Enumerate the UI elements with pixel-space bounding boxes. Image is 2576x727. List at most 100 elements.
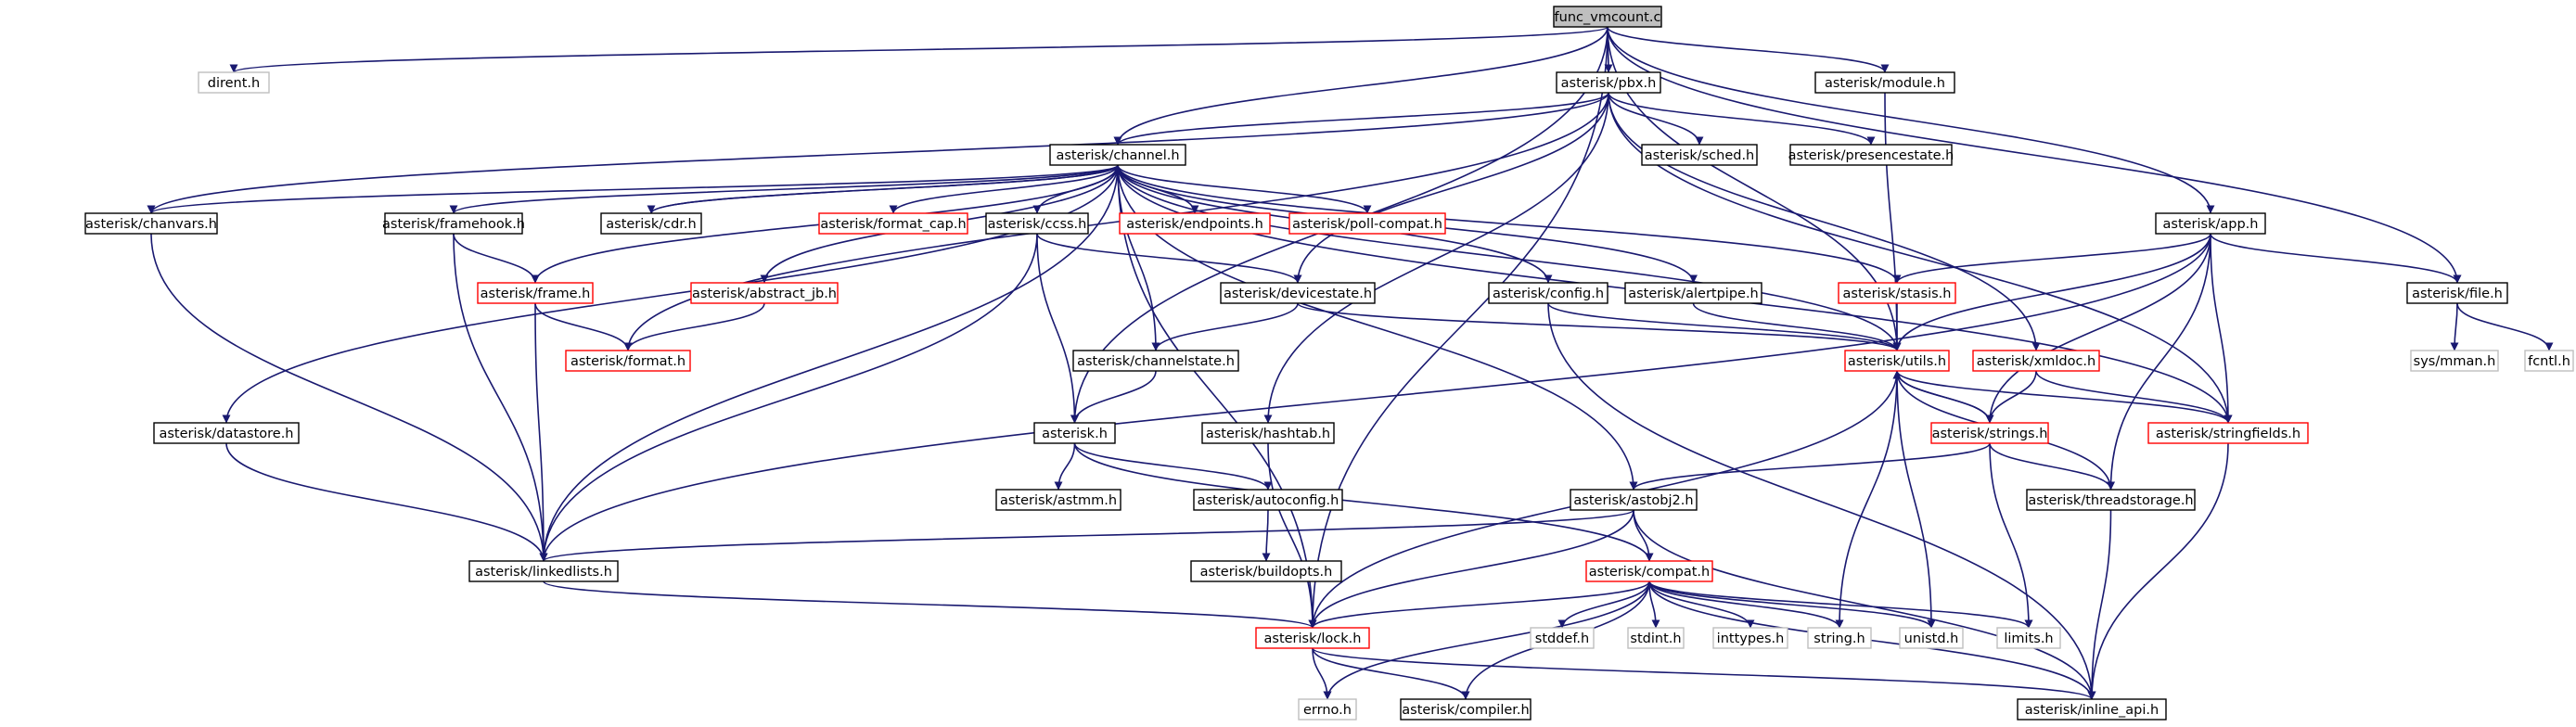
node-app-h[interactable]: asterisk/app.h xyxy=(2155,212,2266,235)
node-box xyxy=(1190,560,1342,582)
node-func-vmcount-c[interactable]: func_vmcount.c xyxy=(1553,6,1662,28)
node-asterisk-h[interactable]: asterisk.h xyxy=(1033,422,1116,444)
node-stasis-h[interactable]: asterisk/stasis.h xyxy=(1838,282,1956,304)
node-inline-api-h[interactable]: asterisk/inline_api.h xyxy=(2017,698,2167,721)
edge-asterisk-h-to-compat-h xyxy=(1073,442,1654,562)
node-box xyxy=(1220,282,1376,304)
node-hashtab-h[interactable]: asterisk/hashtab.h xyxy=(1201,422,1335,444)
node-errno-h[interactable]: errno.h xyxy=(1298,698,1357,721)
node-box xyxy=(477,282,594,304)
edge-frame-h-to-format-h xyxy=(534,302,633,351)
node-box xyxy=(1899,627,1964,649)
edge-func-vmcount-c-to-app-h xyxy=(1607,26,2215,214)
node-file-h[interactable]: asterisk/file.h xyxy=(2406,282,2508,304)
node-box xyxy=(2524,350,2574,372)
node-inttypes-h[interactable]: inttypes.h xyxy=(1712,627,1788,649)
node-label: string.h xyxy=(1813,631,1865,646)
edge-channel-h-to-lock-h xyxy=(1117,164,1317,629)
node-box xyxy=(84,212,218,235)
edge-devicestate-h-to-utils-h xyxy=(1297,302,1902,351)
node-label: asterisk/format_cap.h xyxy=(820,217,966,232)
node-format-h[interactable]: asterisk/format.h xyxy=(565,350,691,372)
node-channelstate-h[interactable]: asterisk/channelstate.h xyxy=(1072,350,1239,372)
edge-channelstate-h-to-asterisk-h xyxy=(1070,370,1157,424)
node-label: inttypes.h xyxy=(1717,631,1785,646)
edge-cdr-h-to-channel-h xyxy=(650,164,1122,214)
node-stringfields-h[interactable]: asterisk/stringfields.h xyxy=(2147,422,2309,444)
node-strings-h[interactable]: asterisk/strings.h xyxy=(1930,422,2049,444)
node-pbx-h[interactable]: asterisk/pbx.h xyxy=(1556,71,1661,94)
edge-app-h-to-threadstorage-h xyxy=(2107,233,2211,491)
node-utils-h[interactable]: asterisk/utils.h xyxy=(1844,350,1950,372)
node-lock-h[interactable]: asterisk/lock.h xyxy=(1255,627,1370,649)
node-limits-h[interactable]: limits.h xyxy=(1996,627,2061,649)
node-label: asterisk/endpoints.h xyxy=(1126,217,1263,232)
node-layer: func_vmcount.c dirent.h asterisk/pbx.h aste… xyxy=(84,6,2574,721)
node-label: asterisk/alertpipe.h xyxy=(1628,287,1759,301)
node-box xyxy=(1641,144,1758,166)
node-chanvars-h[interactable]: asterisk/chanvars.h xyxy=(84,212,218,235)
node-poll-compat-h[interactable]: asterisk/poll-compat.h xyxy=(1288,212,1446,235)
node-ccss-h[interactable]: asterisk/ccss.h xyxy=(985,212,1089,235)
edge-framehook-h-to-frame-h xyxy=(453,233,540,284)
node-box xyxy=(1814,71,1955,94)
edge-lock-h-to-compiler-h xyxy=(1312,647,1470,700)
node-label: func_vmcount.c xyxy=(1555,10,1661,25)
node-box xyxy=(995,489,1121,511)
edge-channel-h-to-linkedlists-h xyxy=(539,164,1119,562)
node-devicestate-h[interactable]: asterisk/devicestate.h xyxy=(1220,282,1376,304)
node-buildopts-h[interactable]: asterisk/buildopts.h xyxy=(1190,560,1342,582)
node-frame-h[interactable]: asterisk/frame.h xyxy=(477,282,594,304)
node-box xyxy=(1627,627,1685,649)
node-endpoints-h[interactable]: asterisk/endpoints.h xyxy=(1119,212,1271,235)
node-astobj2-h[interactable]: asterisk/astobj2.h xyxy=(1570,489,1698,511)
node-format-cap-h[interactable]: asterisk/format_cap.h xyxy=(818,212,968,235)
node-box xyxy=(153,422,300,444)
node-framehook-h[interactable]: asterisk/framehook.h xyxy=(382,212,525,235)
edge-channel-h-to-chanvars-h xyxy=(147,164,1119,214)
edge-abstract-jb-h-to-format-h xyxy=(623,302,765,351)
node-astmm-h[interactable]: asterisk/astmm.h xyxy=(995,489,1121,511)
node-box xyxy=(468,560,619,582)
node-linkedlists-h[interactable]: asterisk/linkedlists.h xyxy=(468,560,619,582)
node-config-h[interactable]: asterisk/config.h xyxy=(1488,282,1608,304)
node-xmldoc-h[interactable]: asterisk/xmldoc.h xyxy=(1972,350,2100,372)
node-module-h[interactable]: asterisk/module.h xyxy=(1814,71,1955,94)
node-compat-h[interactable]: asterisk/compat.h xyxy=(1585,560,1713,582)
edge-channel-h-to-datastore-h xyxy=(222,164,1119,424)
node-label: asterisk/astmm.h xyxy=(1000,493,1117,508)
node-cdr-h[interactable]: asterisk/cdr.h xyxy=(600,212,702,235)
node-label: asterisk/autoconfig.h xyxy=(1198,493,1339,508)
node-presencestate-h[interactable]: asterisk/presencestate.h xyxy=(1788,144,1954,166)
node-label: asterisk/compat.h xyxy=(1589,565,1710,580)
edge-pbx-h-to-channel-h xyxy=(1113,92,1609,146)
node-label: asterisk/buildopts.h xyxy=(1200,565,1333,580)
node-box xyxy=(1585,560,1713,582)
node-sys-mman-h[interactable]: sys/mman.h xyxy=(2410,350,2499,372)
node-fcntl-h[interactable]: fcntl.h xyxy=(2524,350,2574,372)
node-compiler-h[interactable]: asterisk/compiler.h xyxy=(1400,698,1532,721)
node-stddef-h[interactable]: stddef.h xyxy=(1530,627,1595,649)
edge-app-h-to-strings-h xyxy=(1985,233,2211,424)
node-dirent-h[interactable]: dirent.h xyxy=(198,71,270,94)
node-abstract-jb-h[interactable]: asterisk/abstract_jb.h xyxy=(690,282,839,304)
node-sched-h[interactable]: asterisk/sched.h xyxy=(1641,144,1758,166)
node-box xyxy=(2026,489,2196,511)
node-stdint-h[interactable]: stdint.h xyxy=(1627,627,1685,649)
edge-app-h-to-stringfields-h xyxy=(2210,233,2233,424)
node-autoconfig-h[interactable]: asterisk/autoconfig.h xyxy=(1193,489,1343,511)
node-label: asterisk/utils.h xyxy=(1848,354,1946,369)
node-threadstorage-h[interactable]: asterisk/threadstorage.h xyxy=(2026,489,2196,511)
node-box xyxy=(1119,212,1271,235)
node-datastore-h[interactable]: asterisk/datastore.h xyxy=(153,422,300,444)
node-channel-h[interactable]: asterisk/channel.h xyxy=(1049,144,1186,166)
node-unistd-h[interactable]: unistd.h xyxy=(1899,627,1964,649)
node-alertpipe-h[interactable]: asterisk/alertpipe.h xyxy=(1624,282,1762,304)
node-box xyxy=(1298,698,1357,721)
edge-astobj2-h-to-inline-api-h xyxy=(1633,509,2096,700)
node-box xyxy=(1553,6,1662,28)
edge-pbx-h-to-chanvars-h xyxy=(147,92,1609,214)
node-string-h[interactable]: string.h xyxy=(1807,627,1872,649)
node-box xyxy=(1072,350,1239,372)
node-label: errno.h xyxy=(1303,703,1352,718)
